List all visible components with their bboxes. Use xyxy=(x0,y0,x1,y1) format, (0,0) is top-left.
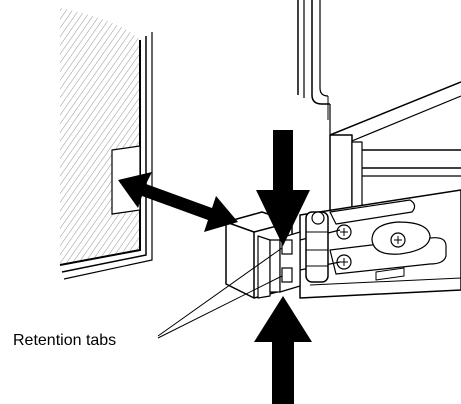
retention-tab-upper xyxy=(281,239,293,255)
hatched-panel xyxy=(59,8,153,280)
slot-guide xyxy=(297,0,331,135)
retention-tabs-label: Retention tabs xyxy=(13,332,117,349)
callout-lines xyxy=(157,247,283,339)
retention-tabs xyxy=(281,239,293,283)
insert-arrow xyxy=(118,172,238,232)
press-arrow-bottom xyxy=(254,296,312,404)
press-arrow-top xyxy=(256,130,310,246)
retention-tab-lower xyxy=(281,267,293,283)
motherboard-connector-assembly xyxy=(299,81,461,299)
